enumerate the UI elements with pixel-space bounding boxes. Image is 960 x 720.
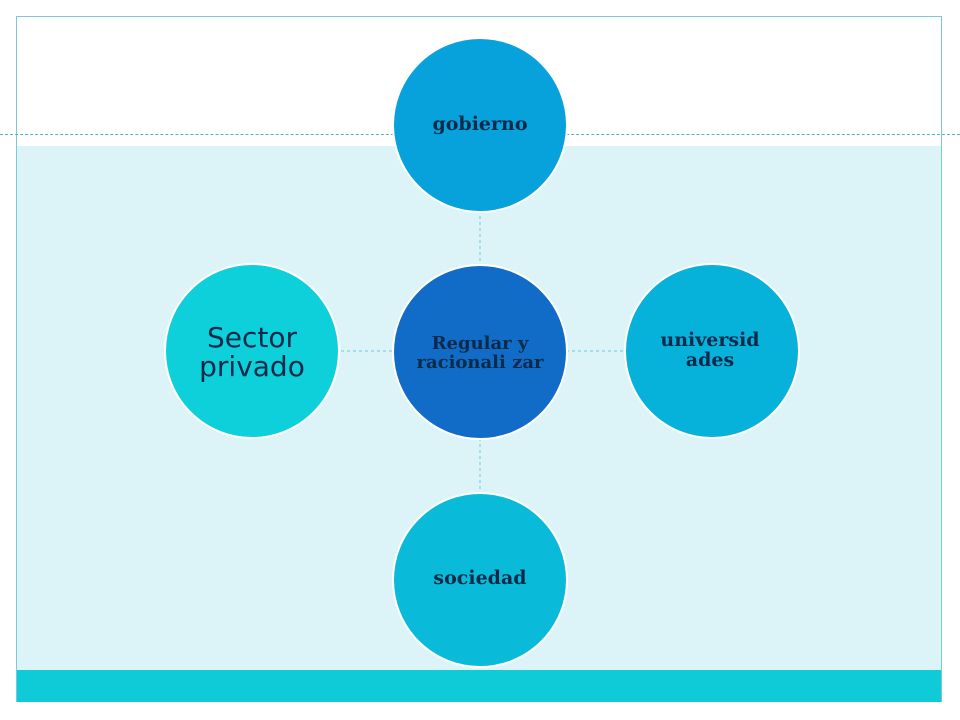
node-right-circle[interactable] bbox=[624, 263, 800, 439]
node-left-label: Sector privado bbox=[199, 320, 305, 383]
footer-bar bbox=[17, 670, 941, 702]
node-top-label: gobierno bbox=[432, 113, 528, 136]
node-left-circle[interactable] bbox=[164, 263, 340, 439]
node-bottom-label: sociedad bbox=[433, 567, 527, 590]
node-bottom-circle[interactable] bbox=[392, 492, 568, 668]
center-node-circle[interactable] bbox=[392, 264, 568, 440]
node-top-circle[interactable] bbox=[392, 37, 568, 213]
node-right-label: universid ades bbox=[660, 329, 760, 371]
center-node-label: Regular y racionali zar bbox=[416, 333, 544, 373]
